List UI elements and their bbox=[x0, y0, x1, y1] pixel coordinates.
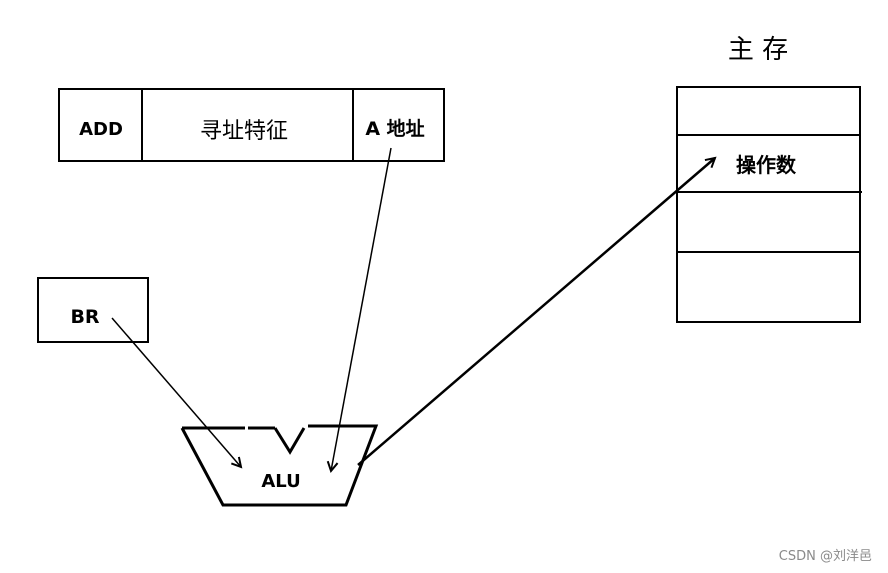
br-to-alu-arrow bbox=[111, 317, 241, 467]
watermark: CSDN @刘洋邑 bbox=[779, 549, 872, 564]
addressing-mode-label: 寻址特征 bbox=[200, 119, 288, 144]
memory-box bbox=[676, 86, 861, 323]
br-label: BR bbox=[70, 306, 99, 328]
br-box bbox=[37, 277, 149, 343]
operand-cell-label: 操作数 bbox=[736, 153, 797, 177]
address-to-alu-arrow bbox=[331, 147, 392, 471]
main-memory-title: 主 存 bbox=[728, 35, 788, 65]
instruction-format: ADD 寻址特征 A 地址 bbox=[58, 88, 445, 162]
alu-label: ALU bbox=[261, 471, 300, 492]
address-field-label: A 地址 bbox=[365, 117, 424, 140]
instruction-box bbox=[58, 88, 445, 162]
main-memory: 主 存 操作数 bbox=[676, 35, 862, 323]
br-register: BR bbox=[37, 277, 149, 343]
alu-to-memory-arrow bbox=[357, 158, 715, 466]
opcode-label: ADD bbox=[79, 119, 123, 140]
alu-outline bbox=[180, 424, 379, 507]
alu: ALU bbox=[180, 424, 379, 507]
